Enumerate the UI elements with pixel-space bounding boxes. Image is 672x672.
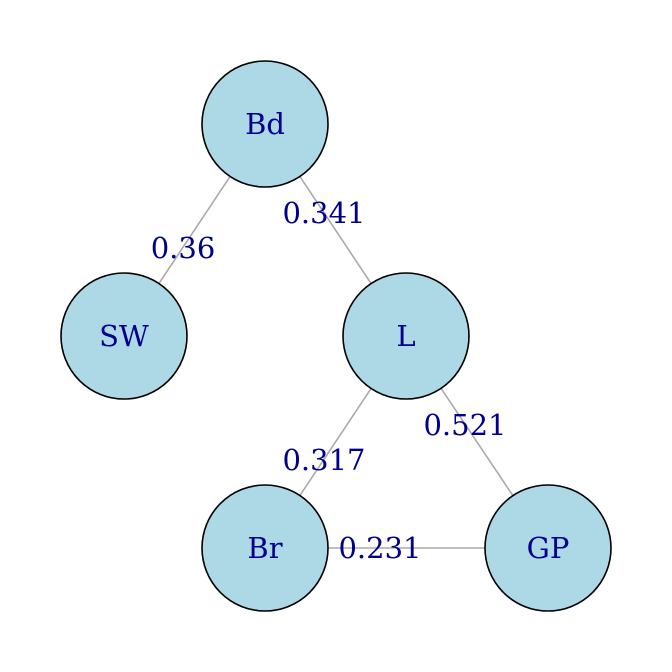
edge-weight-label: 0.341: [282, 196, 365, 230]
edge-weight-label: 0.36: [151, 231, 216, 265]
node-bd: Bd: [201, 60, 329, 188]
edge-bd-l: [299, 176, 372, 284]
edge-weight-label: 0.521: [423, 408, 506, 442]
node-circle: [201, 60, 329, 188]
node-circle: [484, 484, 612, 612]
node-label: L: [396, 319, 415, 353]
node-label: Bd: [245, 107, 285, 141]
edge-l-br: [299, 388, 372, 496]
node-sw: SW: [60, 272, 188, 400]
edge-labels-layer: 0.36 0.341 0.317 0.521 0.231: [151, 196, 507, 565]
node-circle: [201, 484, 329, 612]
node-br: Br: [201, 484, 329, 612]
edge-l-gp: [440, 387, 514, 497]
node-l: L: [342, 272, 470, 400]
node-circle: [60, 272, 188, 400]
edge-weight-label: 0.317: [282, 443, 365, 477]
edges-layer: [158, 176, 514, 549]
node-label: GP: [527, 531, 570, 565]
edge-bd-sw: [158, 176, 231, 284]
node-label: Br: [247, 531, 282, 565]
node-circle: [342, 272, 470, 400]
node-gp: GP: [484, 484, 612, 612]
edge-weight-label: 0.231: [338, 531, 421, 565]
node-label: SW: [99, 319, 149, 353]
